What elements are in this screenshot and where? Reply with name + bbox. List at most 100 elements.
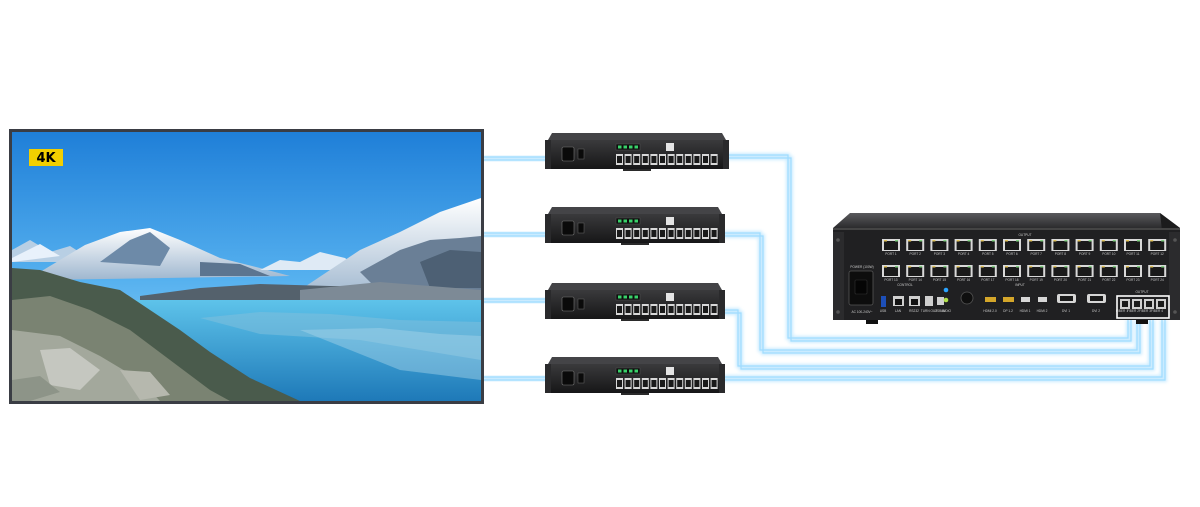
rj45-port[interactable]	[1003, 265, 1021, 277]
rj45-port[interactable]	[1148, 239, 1167, 251]
power-socket[interactable]	[561, 296, 575, 312]
receiver-top	[548, 283, 722, 290]
port-label: PORT 13	[884, 278, 897, 282]
status-led	[634, 369, 638, 373]
power-socket[interactable]	[561, 220, 575, 236]
controller-handle-left	[833, 232, 844, 320]
controller-handle-right	[1169, 232, 1180, 320]
rj45-port[interactable]	[1075, 239, 1094, 251]
receiver-ear-left	[545, 140, 551, 169]
rj45-port[interactable]	[906, 265, 925, 277]
hdmi2-port[interactable]	[1038, 297, 1047, 302]
fiber-port-3[interactable]	[1144, 299, 1154, 309]
rj45-port[interactable]	[954, 239, 973, 251]
port-label: PORT 2	[909, 252, 921, 256]
power-switch[interactable]	[577, 222, 585, 234]
rj45-port[interactable]	[882, 239, 900, 251]
receiver-base	[623, 169, 651, 171]
fiber-port-4[interactable]	[1156, 299, 1166, 309]
status-led	[623, 369, 627, 373]
rj45-port[interactable]	[1148, 265, 1167, 277]
port-label: PORT 24	[1151, 278, 1164, 282]
rj45-port[interactable]	[954, 265, 973, 277]
rj45-port[interactable]	[930, 265, 949, 277]
rj45-port[interactable]	[1099, 265, 1118, 277]
usb-port[interactable]	[666, 367, 674, 375]
status-led	[629, 219, 633, 223]
rj45-port[interactable]	[978, 265, 997, 277]
hdmi1-port[interactable]	[1021, 297, 1030, 302]
usb-in-port[interactable]	[937, 297, 944, 305]
cable-display-receiver-4	[483, 376, 555, 381]
receiver-2	[545, 207, 725, 245]
power-switch[interactable]	[577, 148, 585, 160]
port-label: PORT 20	[1054, 278, 1067, 282]
fiber-output-ports	[1120, 299, 1166, 309]
status-panel	[615, 293, 641, 301]
controller-foot-right	[1136, 320, 1148, 324]
status-led	[618, 295, 622, 299]
hdmi20-port[interactable]	[985, 297, 996, 302]
usb-port[interactable]	[666, 143, 674, 151]
connector-label: USB IN	[935, 309, 946, 313]
fiber-cables	[483, 153, 1167, 382]
connector-label: FIBER 4	[1151, 309, 1163, 313]
status-led	[618, 219, 622, 223]
connector-label: FIBER 3	[1139, 309, 1151, 313]
status-led	[634, 145, 638, 149]
receiver-4	[545, 357, 725, 395]
rj45-port[interactable]	[1051, 265, 1070, 277]
connector-label: AUDIO	[941, 309, 952, 313]
knob[interactable]	[960, 291, 974, 305]
power-switch[interactable]	[577, 298, 585, 310]
rj45-port[interactable]	[1075, 265, 1094, 277]
usb-port[interactable]	[666, 217, 674, 225]
port-label: PORT 1	[885, 252, 897, 256]
rj45-port[interactable]	[1027, 265, 1046, 277]
receiver-3	[545, 283, 725, 321]
turn-out-port[interactable]	[925, 296, 933, 306]
usb-port[interactable]	[666, 293, 674, 301]
receiver-ear-left	[545, 290, 551, 319]
fiber-port-2[interactable]	[1132, 299, 1142, 309]
receiver-top	[548, 207, 722, 214]
power-socket[interactable]	[561, 146, 575, 162]
rj45-port[interactable]	[1124, 239, 1142, 251]
usb-port[interactable]	[881, 296, 886, 307]
status-led	[629, 145, 633, 149]
connector-label: TURN OUT	[921, 309, 938, 313]
status-led	[629, 295, 633, 299]
audio-jack[interactable]	[943, 287, 949, 293]
connector-label: FIBER 2	[1127, 309, 1139, 313]
fiber-port-1[interactable]	[1120, 299, 1130, 309]
power-switch[interactable]	[577, 372, 585, 384]
rj45-port[interactable]	[1051, 239, 1070, 251]
rj45-port[interactable]	[1099, 239, 1118, 251]
rj45-port[interactable]	[978, 239, 997, 251]
rj45-port[interactable]	[1027, 239, 1046, 251]
rj45-port[interactable]	[906, 239, 925, 251]
rj45-port[interactable]	[1124, 265, 1142, 277]
rj45-port[interactable]	[930, 239, 949, 251]
ac-label: AC 100-240V~	[852, 310, 873, 314]
port-label: PORT 9	[1079, 252, 1091, 256]
port-label: PORT 7	[1030, 252, 1042, 256]
cable-receiver-1-controller	[727, 154, 1132, 342]
status-led	[618, 369, 622, 373]
port-label: PORT 16	[957, 278, 970, 282]
rj45-port[interactable]	[1003, 239, 1021, 251]
status-led	[623, 219, 627, 223]
status-led	[623, 295, 627, 299]
badge-4k	[29, 149, 63, 166]
receiver-ear-left	[545, 364, 551, 393]
receiver-ear-right	[719, 364, 725, 393]
dp12-port[interactable]	[1003, 297, 1014, 302]
rj45-port[interactable]	[882, 265, 900, 277]
controller-top	[833, 213, 1180, 228]
cable-receiver-2-controller	[722, 232, 1141, 354]
connector-label: HDMI 2.0	[983, 309, 997, 313]
power-socket[interactable]	[561, 370, 575, 386]
port-label: PORT 22	[1102, 278, 1115, 282]
